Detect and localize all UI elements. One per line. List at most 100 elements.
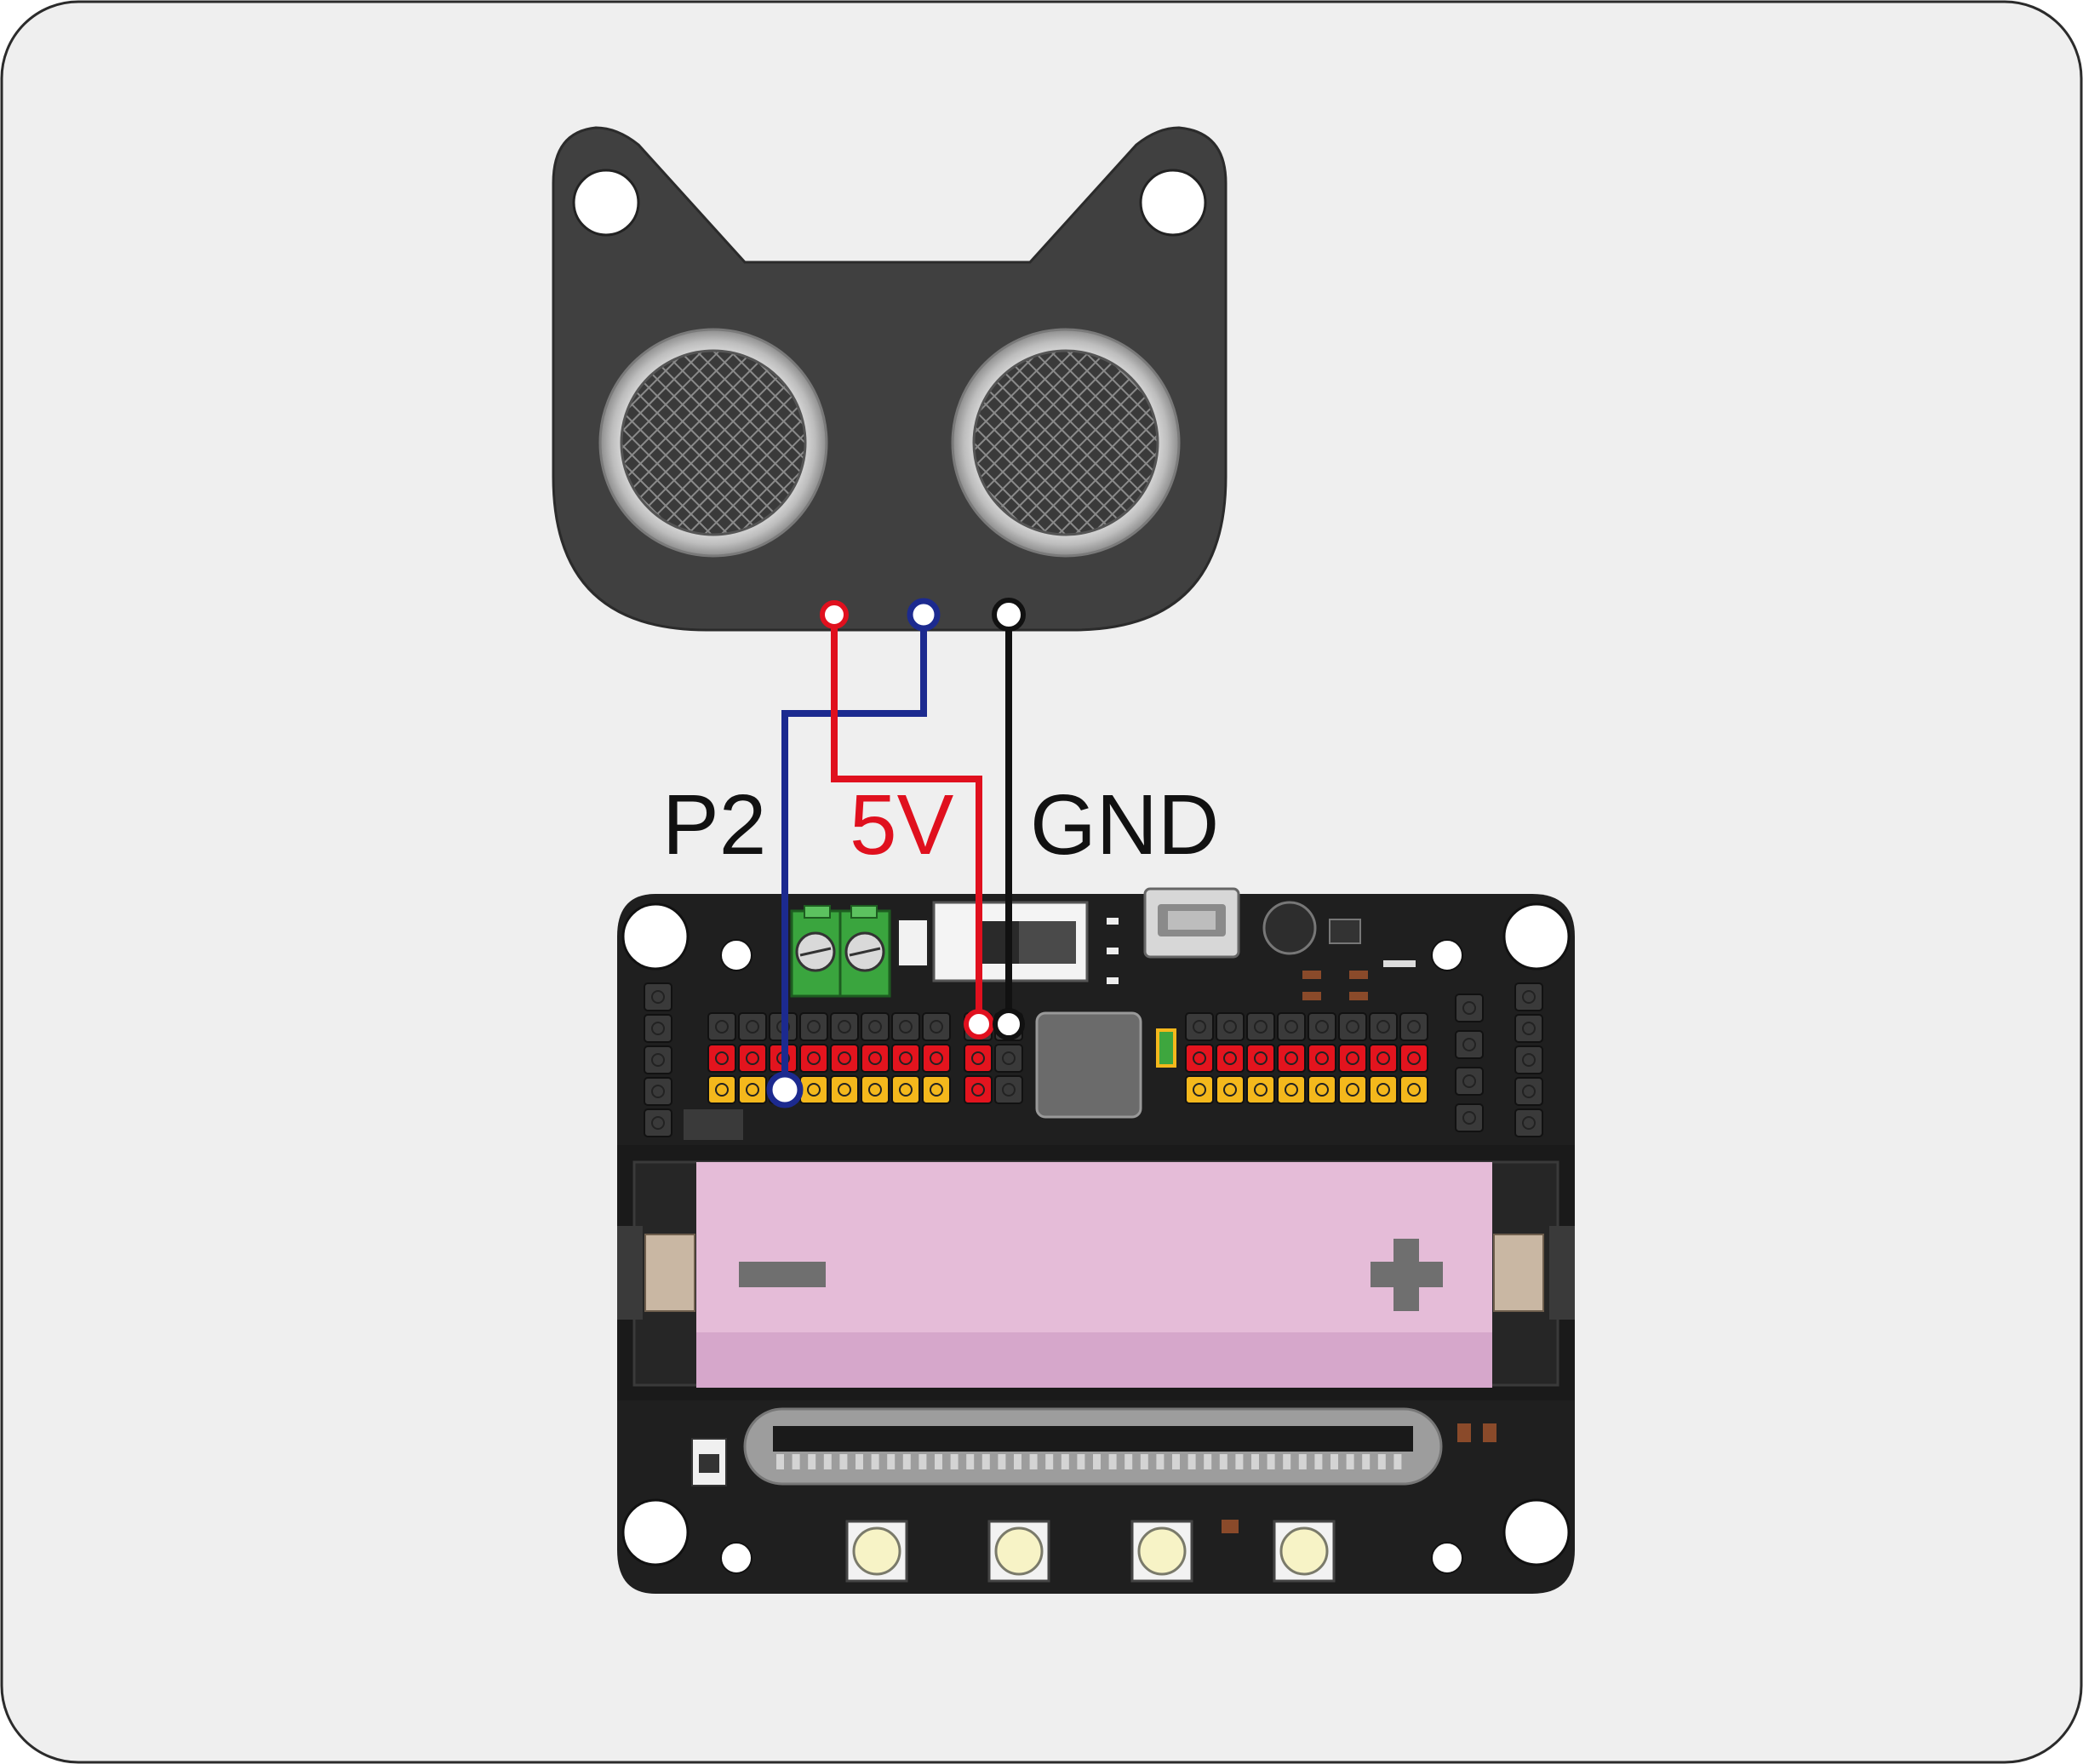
header-pin-hole bbox=[899, 1083, 913, 1097]
header-pin bbox=[830, 1075, 859, 1104]
header-pin bbox=[738, 1075, 767, 1104]
edge-pin bbox=[776, 1454, 784, 1469]
header-pin-hole bbox=[838, 1083, 851, 1097]
buzzer bbox=[1262, 901, 1317, 955]
smd-component bbox=[1302, 992, 1321, 1000]
header-pin-hole bbox=[1223, 1051, 1237, 1065]
header-pin-hole bbox=[651, 1053, 665, 1067]
edge-pin bbox=[1235, 1454, 1244, 1469]
board-pin-power bbox=[964, 1009, 994, 1040]
header-pin bbox=[644, 1108, 672, 1137]
smd-component bbox=[1349, 971, 1368, 979]
header-pin bbox=[922, 1012, 951, 1041]
edge-pin bbox=[1014, 1454, 1021, 1469]
header-pin-hole bbox=[651, 1085, 665, 1098]
mounting-hole-small bbox=[1431, 939, 1463, 971]
header-pin bbox=[1514, 1045, 1543, 1074]
header-pin bbox=[1308, 1012, 1336, 1041]
sensor-pin-vcc bbox=[820, 600, 849, 629]
header-pin bbox=[891, 1012, 920, 1041]
pin-headers bbox=[644, 982, 1543, 1137]
header-pin-hole bbox=[1407, 1083, 1421, 1097]
smd-component bbox=[1349, 992, 1368, 1000]
header-pin-hole bbox=[1315, 1020, 1329, 1034]
header-pin-hole bbox=[1522, 1085, 1536, 1098]
header-pin bbox=[799, 1075, 828, 1104]
edge-pin bbox=[823, 1454, 832, 1469]
edge-pin bbox=[998, 1454, 1006, 1469]
header-pin-hole bbox=[838, 1051, 851, 1065]
header-pin-hole bbox=[715, 1083, 729, 1097]
edge-pin bbox=[1093, 1454, 1101, 1469]
edge-pin bbox=[902, 1454, 911, 1469]
header-pin bbox=[861, 1075, 890, 1104]
expansion-board bbox=[617, 887, 1575, 1594]
mounting-hole-small bbox=[1431, 1542, 1463, 1574]
header-pin bbox=[1399, 1044, 1428, 1073]
header-pin-hole bbox=[1346, 1020, 1359, 1034]
header-pin bbox=[1277, 1044, 1306, 1073]
smd-led-green bbox=[1156, 1028, 1176, 1068]
header-pin-hole bbox=[1002, 1083, 1016, 1097]
label-p2: P2 bbox=[662, 777, 766, 873]
header-pin bbox=[1369, 1044, 1398, 1073]
header-pin-hole bbox=[930, 1051, 943, 1065]
wire-signal bbox=[781, 615, 927, 1090]
header-pin-hole bbox=[1522, 1022, 1536, 1035]
mounting-hole bbox=[621, 1498, 690, 1566]
wires bbox=[781, 615, 1012, 1090]
header-pin-hole bbox=[1223, 1083, 1237, 1097]
header-pin bbox=[830, 1012, 859, 1041]
header-pin bbox=[994, 1075, 1023, 1104]
header-pin bbox=[644, 1045, 672, 1074]
mounting-hole bbox=[621, 902, 690, 971]
header-pin-hole bbox=[971, 1083, 985, 1097]
header-pin-hole bbox=[807, 1083, 821, 1097]
edge-pin bbox=[1029, 1454, 1038, 1469]
header-pin bbox=[1246, 1012, 1275, 1041]
header-pin-hole bbox=[651, 1116, 665, 1130]
header-pin-hole bbox=[715, 1051, 729, 1065]
mcu-chip bbox=[1035, 1011, 1142, 1119]
header-pin bbox=[1369, 1012, 1398, 1041]
battery-contact bbox=[644, 1234, 695, 1312]
rgb-led-lens bbox=[1279, 1526, 1329, 1576]
header-pin bbox=[922, 1075, 951, 1104]
usb-port bbox=[1143, 887, 1240, 959]
header-pin bbox=[1399, 1012, 1428, 1041]
header-pin-hole bbox=[1522, 1116, 1536, 1130]
edge-pin bbox=[1061, 1454, 1069, 1469]
edge-pin bbox=[1283, 1454, 1291, 1469]
header-pin-hole bbox=[1462, 1111, 1476, 1125]
minus-icon bbox=[739, 1262, 826, 1287]
header-pin bbox=[994, 1044, 1023, 1073]
edge-pin bbox=[1298, 1454, 1307, 1469]
header-pin-hole bbox=[930, 1020, 943, 1034]
header-pin bbox=[1185, 1044, 1214, 1073]
ic-chip bbox=[897, 919, 929, 967]
smd-component bbox=[1222, 1520, 1239, 1533]
edge-pin bbox=[887, 1454, 896, 1469]
transducer-right bbox=[951, 328, 1181, 558]
header-pin-hole bbox=[899, 1051, 913, 1065]
header-pin-hole bbox=[1223, 1020, 1237, 1034]
led-indicator bbox=[1107, 918, 1119, 925]
header-pin-hole bbox=[1254, 1020, 1268, 1034]
header-pin bbox=[1455, 994, 1484, 1022]
edge-pin bbox=[1267, 1454, 1275, 1469]
header-pin-hole bbox=[807, 1020, 821, 1034]
edge-pin bbox=[1346, 1454, 1354, 1469]
header-pin bbox=[707, 1044, 736, 1073]
edge-pin bbox=[950, 1454, 959, 1469]
header-pin-hole bbox=[1285, 1083, 1298, 1097]
header-pin-hole bbox=[1315, 1083, 1329, 1097]
header-pin-hole bbox=[1346, 1051, 1359, 1065]
header-pin bbox=[891, 1075, 920, 1104]
mounting-hole bbox=[1502, 902, 1571, 971]
smd-component bbox=[1457, 1423, 1471, 1442]
board-pin-gnd bbox=[993, 1008, 1025, 1040]
transistor bbox=[1329, 919, 1361, 944]
header-pin-hole bbox=[1193, 1051, 1206, 1065]
header-pin-hole bbox=[1315, 1051, 1329, 1065]
